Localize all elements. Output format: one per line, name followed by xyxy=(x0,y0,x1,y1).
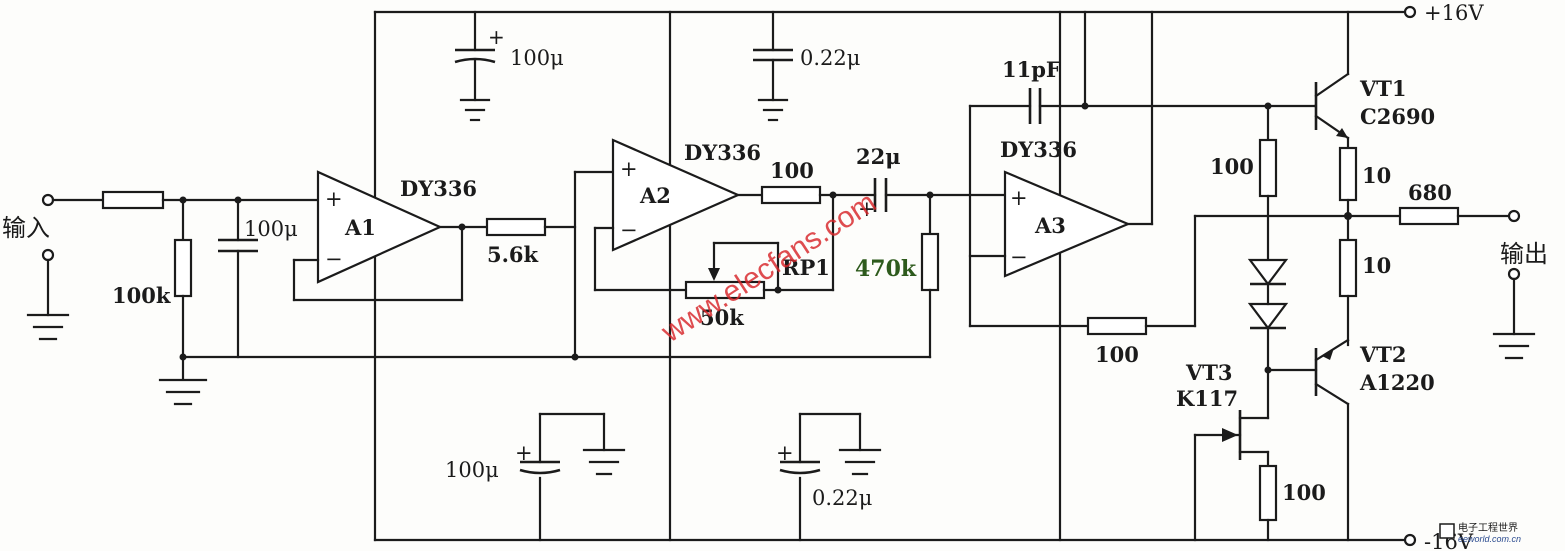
svg-text:−: − xyxy=(325,247,343,271)
resistor-10-top-label: 10 xyxy=(1362,163,1391,188)
resistor-680-label: 680 xyxy=(1408,180,1452,205)
opamp-a1-part: DY336 xyxy=(400,176,477,201)
opamp-a3-stage: + − A3 DY336 11pF 100 xyxy=(968,10,1350,367)
svg-text:+: + xyxy=(515,441,533,465)
vplus-terminal xyxy=(1403,5,1417,19)
resistor-680 xyxy=(1398,206,1460,226)
opamp-a1: + − A1 DY336 xyxy=(292,170,489,302)
rp1-value: 50k xyxy=(700,305,744,330)
resistor-470k xyxy=(920,232,940,292)
opamp-a2-body xyxy=(611,138,741,252)
svg-text:+: + xyxy=(776,441,794,465)
resistor-5-6k xyxy=(485,217,547,237)
resistor-100k-label: 100k xyxy=(112,283,171,308)
vt2-part: A1220 xyxy=(1359,370,1435,395)
cap-label: 0.22μ xyxy=(812,486,872,510)
resistor-100-a2 xyxy=(760,185,822,205)
svg-text:+: + xyxy=(620,157,638,181)
vminus-terminal xyxy=(1403,533,1417,547)
svg-text:+: + xyxy=(325,187,343,211)
output-label: 输出 xyxy=(1500,240,1548,268)
opamp-a2-label: A2 xyxy=(639,183,671,208)
cap-label: 100μ xyxy=(510,46,564,70)
resistor-5-6k-label: 5.6k xyxy=(487,242,539,267)
decoupling-cap-top-1: + 100μ xyxy=(454,10,564,122)
output-terminal xyxy=(1507,209,1521,223)
output-ground-terminal xyxy=(1507,267,1521,281)
opamp-a3-body xyxy=(1003,170,1131,278)
decoupling-cap-top-2: 0.22μ xyxy=(753,10,860,122)
cap-label: 100μ xyxy=(445,458,499,482)
opamp-a1-body xyxy=(316,170,443,284)
vminus-label: -16V xyxy=(1424,530,1474,551)
resistor-10-bottom-label: 10 xyxy=(1362,253,1391,278)
logo-mark-icon xyxy=(1439,523,1455,539)
resistor-100-feedback-label: 100 xyxy=(1095,342,1139,367)
vt3-part: K117 xyxy=(1176,386,1238,411)
opamp-a3-part: DY336 xyxy=(1000,137,1077,162)
svg-text:+: + xyxy=(858,197,876,221)
resistor-100-vt3-label: 100 xyxy=(1282,480,1326,505)
svg-text:−: − xyxy=(620,218,638,242)
input-label: 输入 xyxy=(2,214,50,242)
resistor-100-bias-label: 100 xyxy=(1210,154,1254,179)
cap-100u-input-label: 100μ xyxy=(244,217,298,241)
vt2-label: VT2 xyxy=(1359,342,1407,367)
cap-22u-label: 22μ xyxy=(856,144,901,169)
svg-text:−: − xyxy=(1010,245,1028,269)
coupling-stage: + 22μ 470k xyxy=(855,144,1007,359)
resistor-100-a2-label: 100 xyxy=(770,158,814,183)
vt1-part: C2690 xyxy=(1360,104,1435,129)
supply-rails: +16V -16V xyxy=(373,1,1484,551)
vplus-label: +16V xyxy=(1424,1,1484,25)
resistor-10-bottom xyxy=(1338,238,1358,298)
input-terminal xyxy=(41,193,55,207)
svg-text:+: + xyxy=(1010,186,1028,210)
decoupling-cap-bottom-1: + 100μ xyxy=(445,412,626,542)
rp1-label: RP1 xyxy=(782,255,830,280)
resistor-10-top xyxy=(1338,146,1358,202)
input-resistor xyxy=(101,190,165,210)
output-stage: 100 VT1 C2690 10 10 VT2 A1220 xyxy=(1176,10,1548,542)
cap-11pf-label: 11pF xyxy=(1002,57,1061,82)
opamp-a3-label: A3 xyxy=(1034,213,1066,238)
diode-1 xyxy=(1247,258,1289,286)
cap-label: 0.22μ xyxy=(800,46,860,70)
opamp-a1-label: A1 xyxy=(344,215,376,240)
svg-text:+: + xyxy=(488,25,505,49)
resistor-470k-label: 470k xyxy=(855,256,917,282)
input-stage: 输入 100k 100μ xyxy=(2,190,932,406)
resistor-100k xyxy=(173,238,193,298)
eeworld-logo: 电子工程世界 eeworld.com.cn xyxy=(1439,521,1521,544)
resistor-100-bias xyxy=(1258,138,1278,198)
resistor-100-feedback xyxy=(1086,316,1148,336)
input-ground-terminal xyxy=(41,248,55,262)
resistor-100-vt3 xyxy=(1258,464,1278,522)
opamp-a2-part: DY336 xyxy=(684,140,761,165)
logo-site: eeworld.com.cn xyxy=(1458,534,1521,544)
vt1-label: VT1 xyxy=(1359,76,1407,101)
vt3-label: VT3 xyxy=(1185,360,1233,385)
logo-name: 电子工程世界 xyxy=(1458,521,1518,534)
opamp-a2-stage: 5.6k + − A2 DY336 RP1 50k 100 xyxy=(485,138,877,361)
diode-2 xyxy=(1247,302,1289,330)
decoupling-cap-bottom-2: + 0.22μ xyxy=(776,412,882,542)
